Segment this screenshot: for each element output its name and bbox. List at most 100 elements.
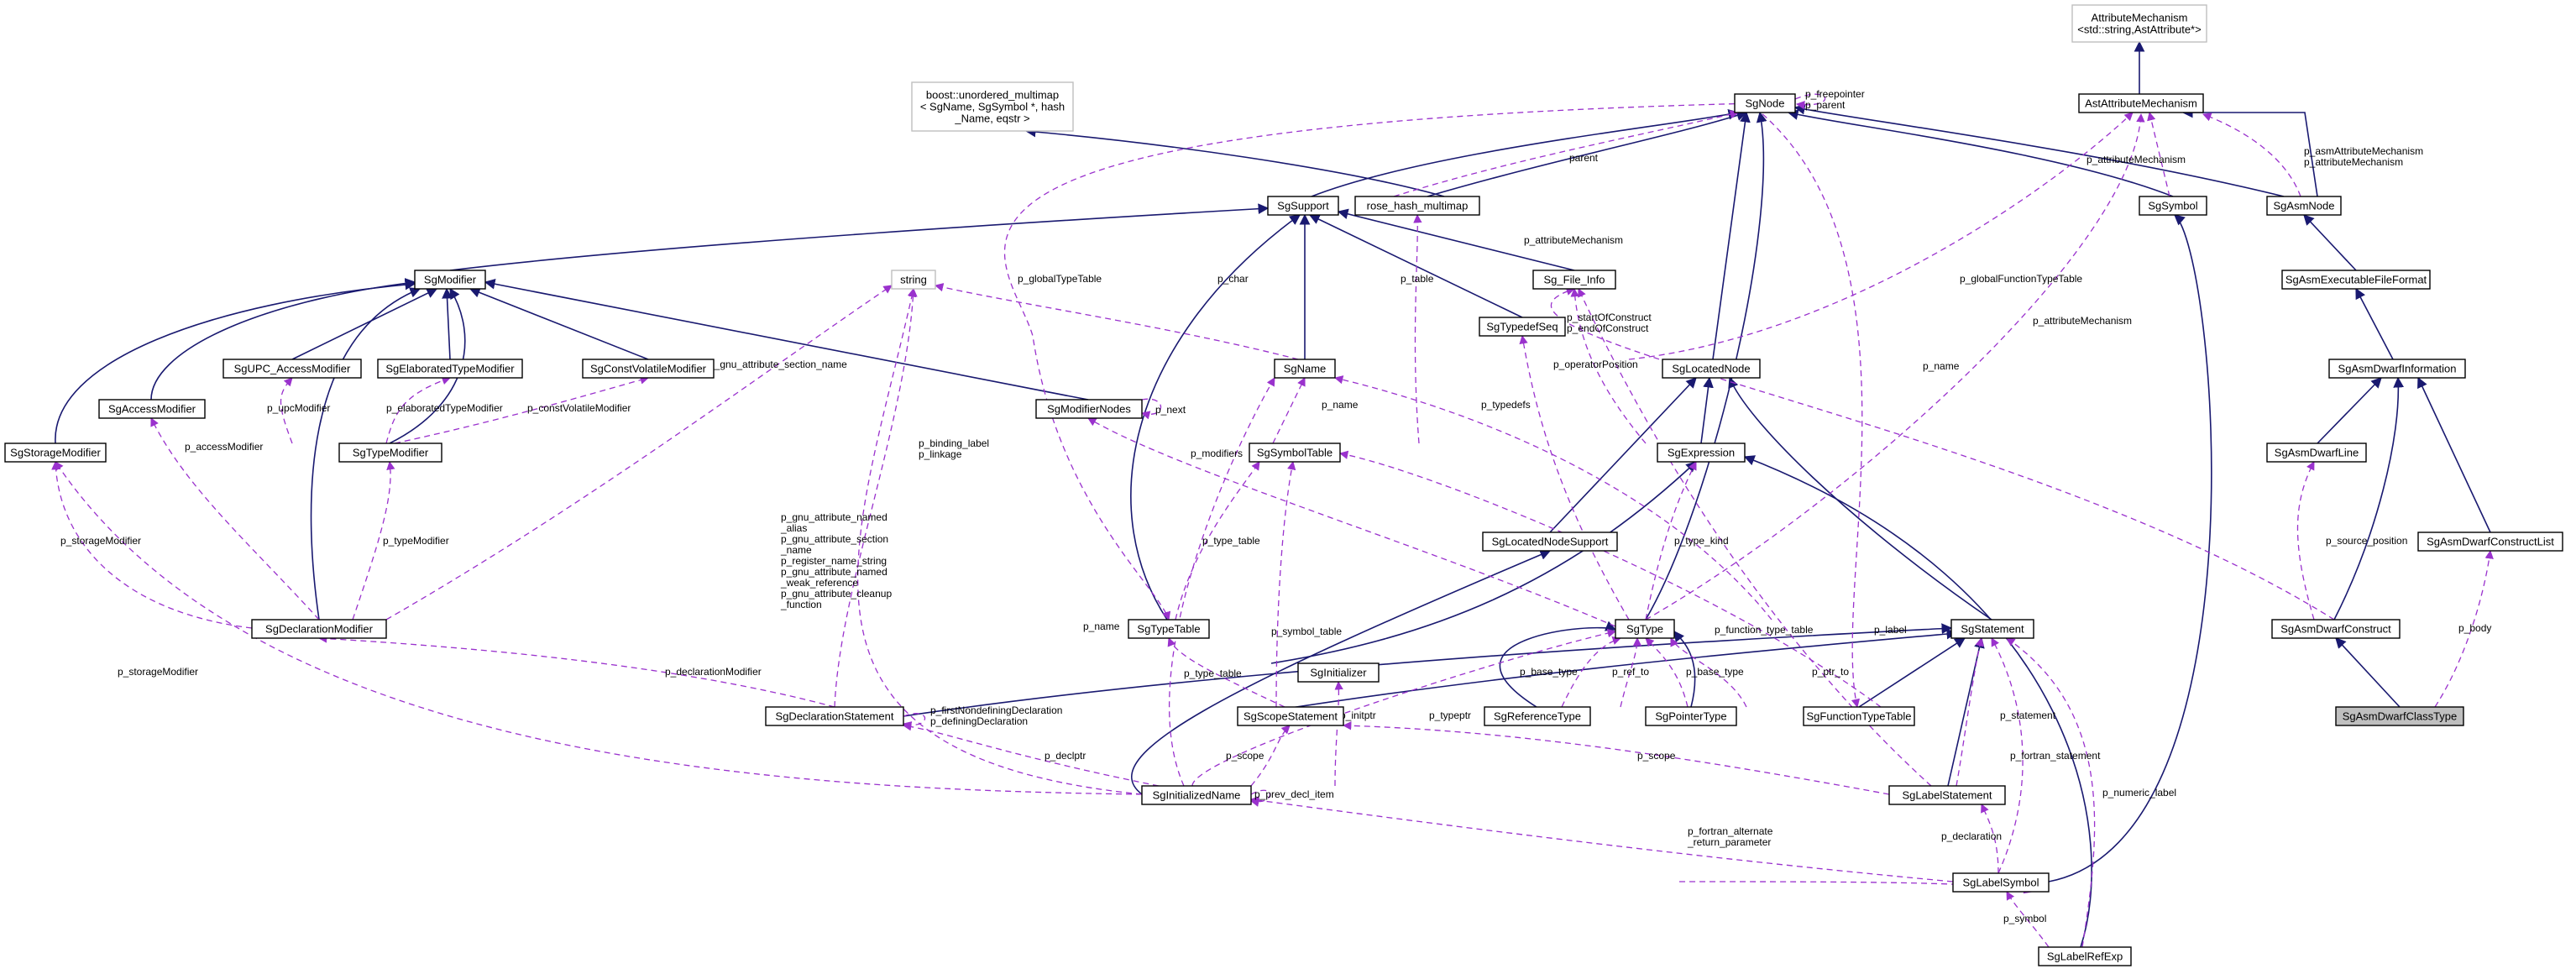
class-node-sgname[interactable]: SgName: [1274, 359, 1336, 379]
edge-label-p_symbol: p_symbol: [2003, 913, 2046, 924]
edge-label-p_declptr: p_declptr: [1045, 750, 1086, 762]
edge-label-first_nondefining: p_firstNondefiningDeclaration: [930, 704, 1062, 716]
class-node-sgfileinfo[interactable]: Sg_File_Info: [1532, 270, 1616, 290]
class-node-sgexpr[interactable]: SgExpression: [1657, 442, 1746, 463]
class-node-sgstatement[interactable]: SgStatement: [1950, 619, 2034, 639]
edge-label-parent: parent: [1569, 152, 1599, 164]
node-label: SgSupport: [1277, 200, 1329, 212]
node-label: SgDeclarationModifier: [265, 623, 374, 636]
class-node-sgelab[interactable]: SgElaboratedTypeModifier: [377, 359, 523, 379]
node-label: SgAsmDwarfConstruct: [2280, 623, 2391, 636]
node-label: SgInitializedName: [1153, 789, 1241, 802]
class-node-sgtypetable[interactable]: SgTypeTable: [1128, 619, 1210, 639]
node-box: [1354, 196, 1480, 216]
edge-label-attribute_mechanism_3: p_attributeMechanism: [2033, 315, 2132, 327]
class-node-sgsupport[interactable]: SgSupport: [1267, 196, 1339, 216]
class-node-sglocsupport[interactable]: SgLocatedNodeSupport: [1482, 532, 1618, 552]
node-label: AstAttributeMechanism: [2085, 97, 2197, 110]
class-node-sglabelstmt[interactable]: SgLabelStatement: [1888, 785, 2006, 805]
usage-edge-74: [2296, 461, 2315, 621]
class-node-sgasmdwarfclist[interactable]: SgAsmDwarfConstructList: [2417, 532, 2563, 552]
node-label: SgAsmDwarfClassType: [2343, 710, 2458, 723]
class-node-sglabelsymbol[interactable]: SgLabelSymbol: [1952, 872, 2050, 893]
edge-label-p_typeptr: p_typeptr: [1429, 710, 1471, 721]
class-node-sgstorage[interactable]: SgStorageModifier: [4, 442, 107, 463]
class-node-sgreftype[interactable]: SgReferenceType: [1484, 706, 1591, 726]
class-node-sgscopestmt[interactable]: SgScopeStatement: [1237, 706, 1344, 726]
edge-label-p_base_type_2: p_base_type: [1686, 666, 1744, 678]
class-node-sgtype[interactable]: SgType: [1615, 619, 1675, 639]
edge-label-p_scope_2: p_scope: [1637, 750, 1676, 762]
node-label: SgTypeModifier: [353, 447, 429, 459]
node-box: [1274, 359, 1336, 379]
edge-label-gnu_named: p_register_name_string: [781, 555, 887, 567]
usage-edge-52: [1570, 287, 1647, 444]
node-label: SgTypedefSeq: [1486, 321, 1558, 333]
usage-edge-82: [1342, 721, 1890, 795]
class-node-sgnode[interactable]: SgNode: [1734, 93, 1796, 113]
edge-label-p_ref_to: p_ref_to: [1612, 666, 1649, 678]
class-node-sgsymtab[interactable]: SgSymbolTable: [1249, 442, 1341, 463]
class-node-sgconstvol[interactable]: SgConstVolatileModifier: [582, 359, 715, 379]
node-box: [765, 706, 904, 726]
class-node-sgaccess[interactable]: SgAccessModifier: [98, 399, 206, 419]
node-box: [98, 399, 206, 419]
usage-edge-84: [1561, 636, 1621, 708]
class-node-rose_hash[interactable]: rose_hash_multimap: [1354, 196, 1480, 216]
class-node-sginitializer[interactable]: SgInitializer: [1297, 662, 1380, 683]
edge-label-asm_attr: p_attributeMechanism: [2304, 156, 2403, 168]
class-node-sgasmdwarfclasstype[interactable]: SgAsmDwarfClassType: [2335, 706, 2464, 726]
node-box: [1950, 619, 2034, 639]
inheritance-edge-20: [291, 288, 438, 360]
node-box: [911, 81, 1074, 132]
node-box: [1237, 706, 1344, 726]
node-label: SgAccessModifier: [108, 403, 196, 416]
class-node-sginitname[interactable]: SgInitializedName: [1141, 785, 1252, 805]
inheritance-edge-33: [1237, 628, 1958, 717]
edge-label-gnu_named: p_gnu_attribute_named: [781, 566, 887, 578]
class-node-sgasmdwarfconstruct[interactable]: SgAsmDwarfConstruct: [2271, 619, 2401, 639]
class-node-string[interactable]: string: [891, 270, 936, 290]
edge-label-p_next: p_next: [1155, 404, 1186, 416]
edge-label-fortran_alternate: p_fortran_alternate: [1688, 825, 1773, 837]
class-node-sgupc[interactable]: SgUPC_AccessModifier: [223, 359, 362, 379]
edge-label-fortran_alternate: _return_parameter: [1687, 836, 1771, 848]
class-node-sglocated[interactable]: SgLocatedNode: [1662, 359, 1761, 379]
edge-label-p_name_3: p_name: [1923, 360, 1960, 372]
class-node-sgmodifier[interactable]: SgModifier: [414, 270, 486, 290]
class-node-sgasmdwarfinfo[interactable]: SgAsmDwarfInformation: [2328, 359, 2466, 379]
node-label: SgLabelSymbol: [1962, 877, 2039, 889]
edge-label-binding_label: p_linkage: [919, 448, 962, 460]
class-node-sgptrtype[interactable]: SgPointerType: [1645, 706, 1737, 726]
class-node-sgdeclstmt[interactable]: SgDeclarationStatement: [765, 706, 904, 726]
class-node-sgtypedefseq[interactable]: SgTypedefSeq: [1479, 317, 1566, 337]
inheritance-edge-40: [2048, 214, 2212, 882]
class-node-boost_map[interactable]: boost::unordered_multimap< SgName, SgSym…: [911, 81, 1074, 132]
edge-label-first_nondefining: p_definingDeclaration: [930, 715, 1028, 727]
node-box: [1803, 706, 1915, 726]
usage-edge-83: [1191, 628, 1617, 787]
class-node-ast_attr_mech[interactable]: AstAttributeMechanism: [2078, 93, 2204, 113]
edge-label-access_modifier: p_accessModifier: [185, 441, 263, 453]
nodes: AttributeMechanism<std::string,AstAttrib…: [4, 4, 2563, 966]
inheritance-edge-10: [2355, 287, 2394, 360]
class-node-attr_mech_std[interactable]: AttributeMechanism<std::string,AstAttrib…: [2071, 4, 2207, 43]
class-node-sgfunctypetable[interactable]: SgFunctionTypeTable: [1803, 706, 1915, 726]
edge-label-gnu_named: _alias: [780, 522, 807, 534]
class-node-sgtypemod[interactable]: SgTypeModifier: [338, 442, 442, 463]
class-node-sgasmdwarfline[interactable]: SgAsmDwarfLine: [2266, 442, 2367, 463]
node-box: [1615, 619, 1675, 639]
inheritance-edge-27: [310, 287, 421, 621]
class-node-sgdeclmod[interactable]: SgDeclarationModifier: [251, 619, 387, 639]
class-node-sglabelrefexp[interactable]: SgLabelRefExp: [2038, 946, 2132, 966]
edge-label-asm_attr: p_asmAttributeMechanism: [2304, 145, 2423, 157]
node-label: SgUPC_AccessModifier: [234, 363, 351, 375]
class-node-sgsymbol[interactable]: SgSymbol: [2139, 196, 2207, 216]
class-node-sgasmnode[interactable]: SgAsmNode: [2266, 196, 2342, 216]
class-node-sgmodnodes[interactable]: SgModifierNodes: [1035, 399, 1143, 419]
node-box: [1128, 619, 1210, 639]
edge-label-upc_modifier: p_upcModifier: [267, 402, 330, 414]
node-box: [2078, 93, 2204, 113]
class-node-sgasmexec[interactable]: SgAsmExecutableFileFormat: [2281, 270, 2431, 290]
